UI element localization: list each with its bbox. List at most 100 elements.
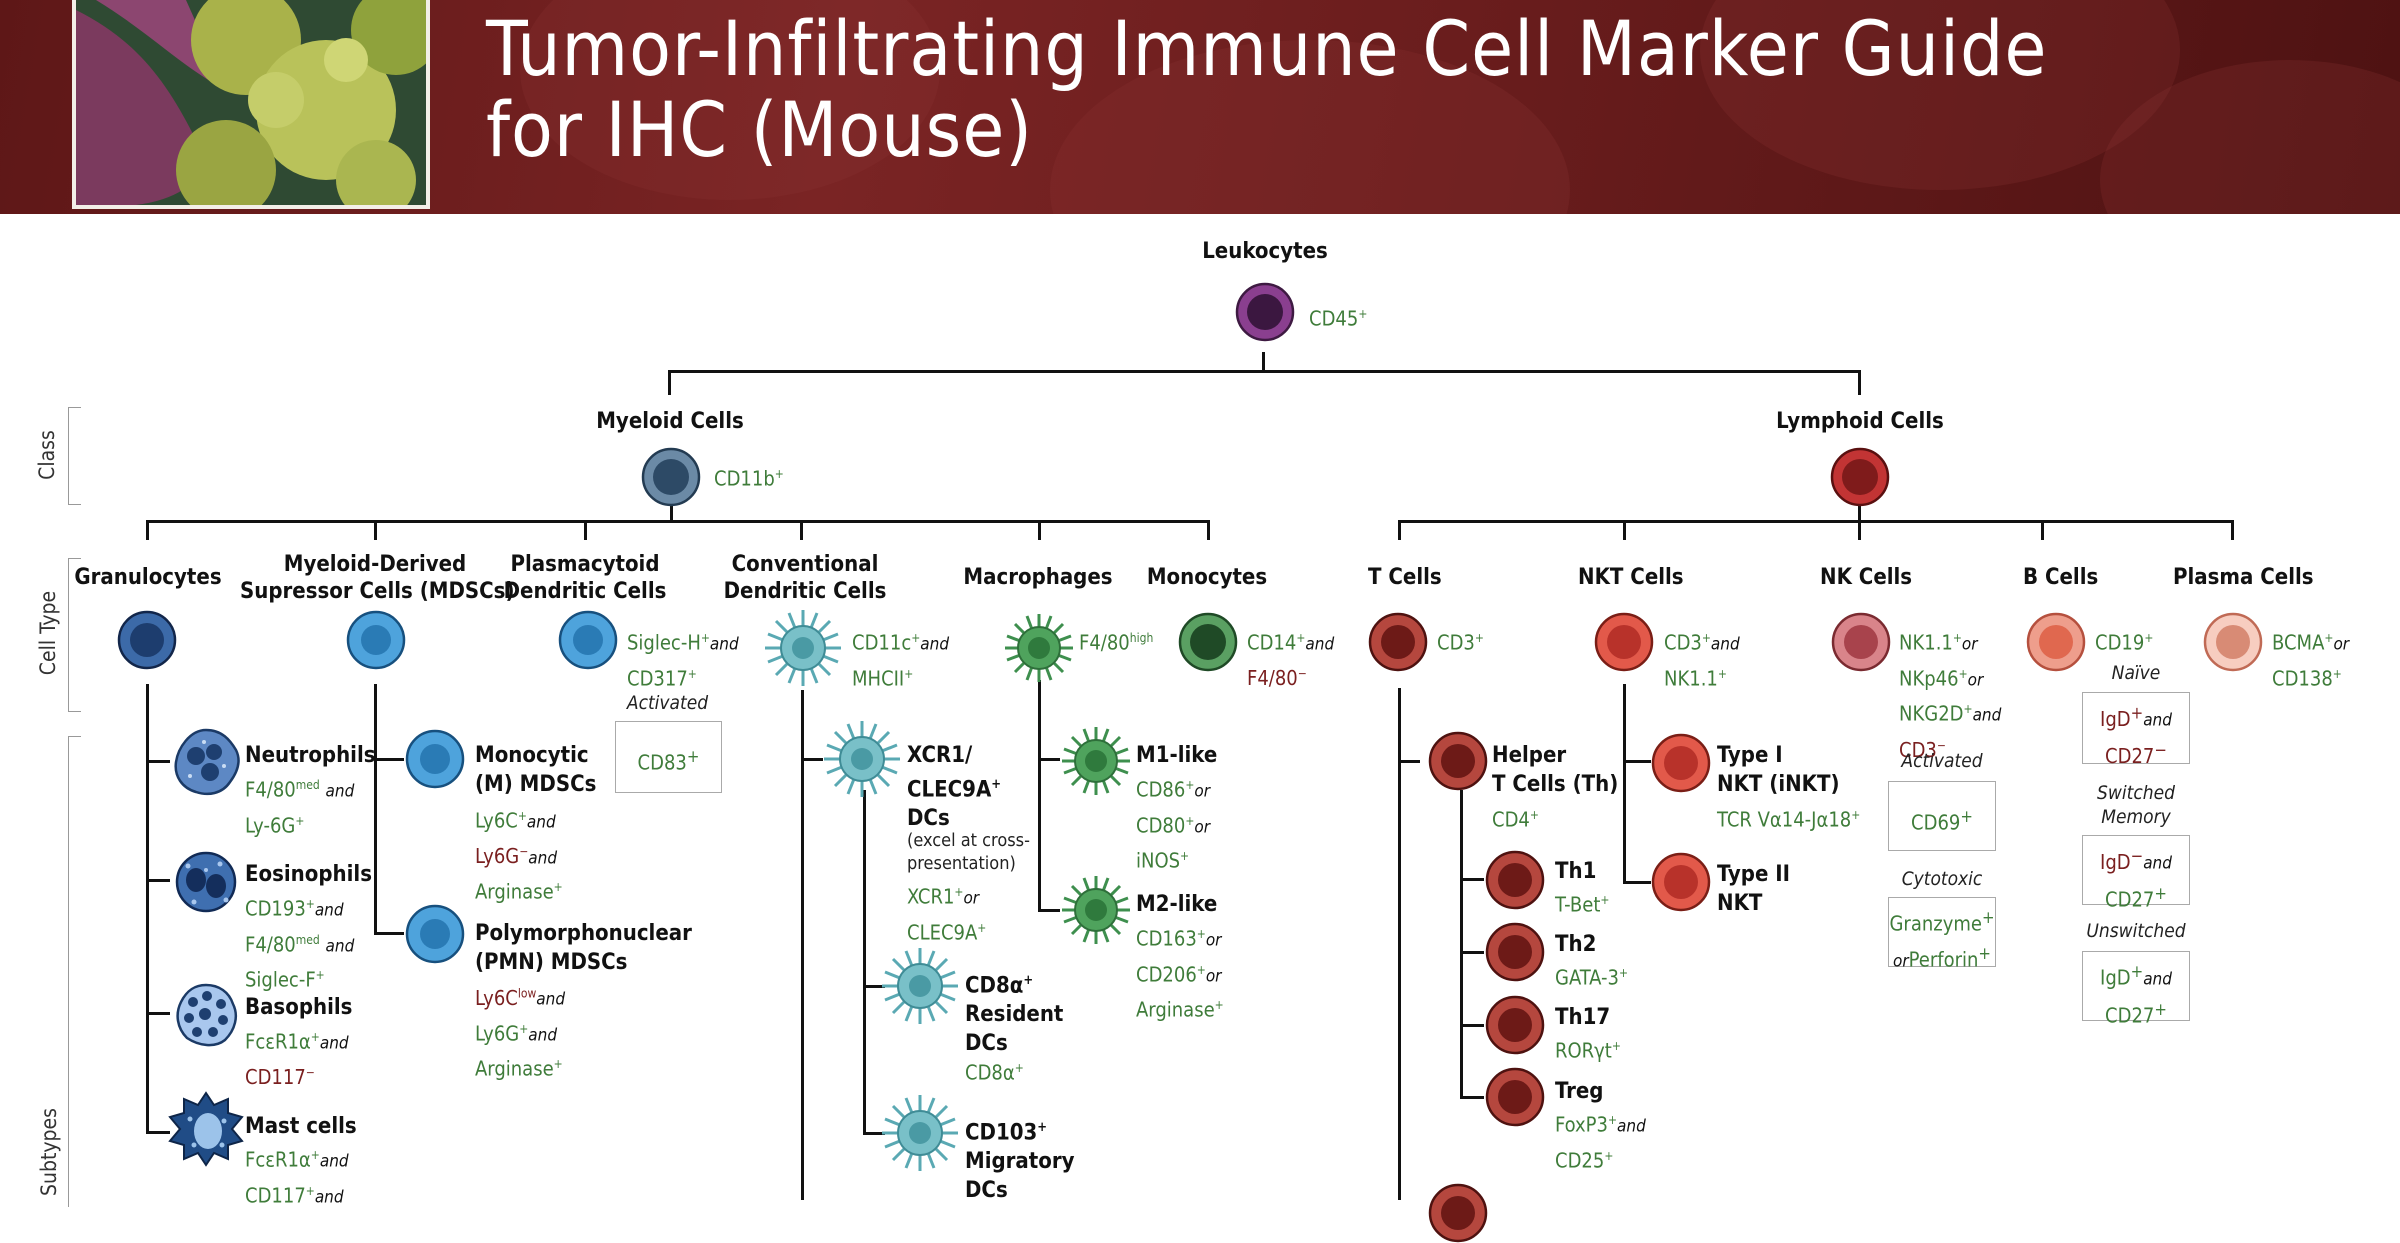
eosinophils-title: Eosinophils	[245, 862, 372, 887]
cell-type-label: Cell Type	[36, 590, 60, 676]
title-line-1: Tumor-Infiltrating Immune Cell Marker Gu…	[486, 4, 2048, 93]
th17-markers: RORγt+	[1555, 1038, 1621, 1063]
lymphoid-cell-icon	[1830, 447, 1890, 507]
myeloid-markers: CD11b+	[714, 466, 784, 491]
basophil-icon	[176, 983, 237, 1047]
th2-title: Th2	[1555, 932, 1597, 957]
cd8a-dc-icon	[880, 946, 960, 1026]
basophils-title: Basophils	[245, 995, 353, 1020]
naive-label: Naïve	[2111, 662, 2161, 684]
granulocyte-cell-icon	[117, 610, 177, 670]
unswitched-label: Unswitched	[2086, 920, 2186, 942]
th2-icon	[1485, 922, 1545, 982]
cd8a-dc-markers: CD8α+	[965, 1060, 1024, 1085]
eosinophil-icon	[175, 851, 237, 913]
bcell-cell-icon	[2026, 612, 2086, 672]
pdc-activated-label: Activated	[626, 692, 709, 714]
xcr1-dc-icon	[822, 719, 902, 799]
nk-cytotoxic-box: Granzyme+orPerforin+	[1888, 897, 1996, 971]
nk-activated-box: CD69+	[1888, 781, 1996, 851]
lymphoid-title: Lymphoid Cells	[1776, 409, 1944, 434]
tcells-markers: CD3+	[1437, 630, 1484, 655]
nkt-title: NKT Cells	[1578, 565, 1684, 590]
m-mdsc-icon	[405, 729, 465, 789]
nkt-cell-icon	[1594, 612, 1654, 672]
th1-markers: T-Bet+	[1555, 892, 1610, 917]
class-bracket	[68, 407, 81, 505]
th1-title: Th1	[1555, 859, 1597, 884]
helper-t-icon	[1428, 731, 1488, 791]
pdc-cell-icon	[558, 610, 618, 670]
tcell-cell-icon	[1368, 612, 1428, 672]
cytotoxic-t-icon	[1428, 1183, 1488, 1243]
m1-like-title: M1-like	[1136, 743, 1218, 768]
m-mdsc-title: Monocytic(M) MDSCs	[475, 743, 597, 797]
title-line-2: for IHC (Mouse)	[486, 85, 1033, 174]
macrophages-markers: F4/80high	[1079, 630, 1154, 655]
granulocytes-title: Granulocytes	[74, 565, 222, 590]
nk-activated-label: Activated	[1901, 750, 1983, 772]
myeloid-cell-icon	[641, 447, 701, 507]
plasma-cell-icon	[2203, 612, 2263, 672]
macrophage-cell-icon	[1003, 612, 1075, 684]
pmn-mdsc-icon	[405, 904, 465, 964]
xcr1-dc-title: XCR1/CLEC9A+DCs	[907, 743, 1002, 832]
header-banner: Tumor-Infiltrating Immune Cell Marker Gu…	[0, 0, 2400, 214]
leukocyte-cell-icon	[1235, 282, 1295, 342]
th2-markers: GATA-3+	[1555, 965, 1628, 990]
tcells-title: T Cells	[1368, 565, 1442, 590]
type2-nkt-icon	[1651, 852, 1711, 912]
th1-icon	[1485, 850, 1545, 910]
pdc-activated-box: CD83+	[615, 721, 722, 793]
macrophages-title: Macrophages	[963, 565, 1113, 590]
th17-icon	[1485, 995, 1545, 1055]
mdsc-cell-icon	[346, 610, 406, 670]
myeloid-title: Myeloid Cells	[596, 409, 744, 434]
m1-like-icon	[1060, 725, 1132, 797]
xcr1-dc-note: (excel at cross-presentation)	[907, 830, 1030, 874]
helper-t-markers: CD4+	[1492, 807, 1539, 832]
bcells-title: B Cells	[2023, 565, 2099, 590]
m2-like-icon	[1060, 874, 1132, 946]
subtypes-label: Subtypes	[37, 1107, 61, 1197]
inkt-markers: TCR Vα14-Jα18+	[1717, 807, 1861, 832]
tumor-cells-image	[72, 0, 430, 209]
th17-title: Th17	[1555, 1005, 1611, 1030]
mast-cells-title: Mast cells	[245, 1114, 357, 1139]
pmn-mdsc-title: Polymorphonuclear(PMN) MDSCs	[475, 921, 692, 975]
leukocytes-markers: CD45+	[1309, 306, 1368, 331]
neutrophil-icon	[174, 728, 240, 796]
page-title: Tumor-Infiltrating Immune Cell Marker Gu…	[486, 8, 2047, 170]
monocyte-cell-icon	[1178, 612, 1238, 672]
cdc-cell-icon	[763, 608, 843, 688]
neutrophils-title: Neutrophils	[245, 743, 376, 768]
plasma-title: Plasma Cells	[2173, 565, 2314, 590]
m2-like-title: M2-like	[1136, 892, 1218, 917]
monocytes-title: Monocytes	[1146, 565, 1268, 590]
